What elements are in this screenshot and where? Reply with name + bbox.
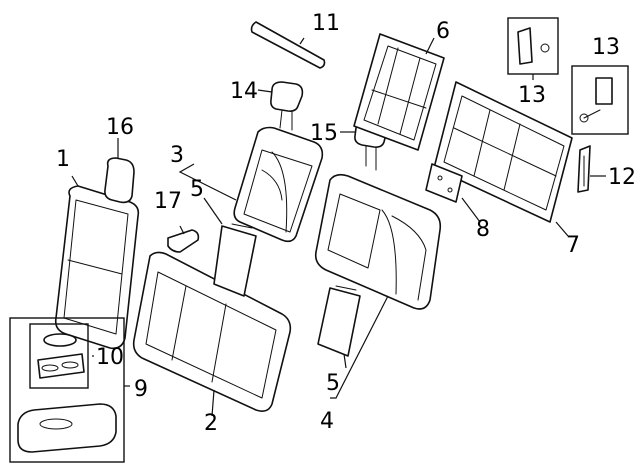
part-headrest-small [104, 157, 135, 204]
callout-11: 11 [312, 11, 340, 36]
part-seat-frame-upper [353, 33, 445, 151]
part-headrest [270, 81, 304, 131]
part-armrest-pad [167, 229, 200, 253]
callout-13-top: 13 [592, 35, 620, 60]
callout-labels: 1 16 17 3 5 2 14 11 15 6 13 13 12 8 7 5 … [56, 11, 636, 436]
part-seatback-left [233, 126, 324, 243]
part-back-panel-upper [213, 223, 257, 297]
callout-9: 9 [134, 377, 148, 402]
leader-lines [71, 37, 606, 417]
callout-6: 6 [436, 19, 450, 44]
part-seat-cushion [132, 251, 292, 412]
callout-15: 15 [310, 121, 338, 146]
callout-5-upper: 5 [190, 177, 204, 202]
callout-14: 14 [230, 79, 258, 104]
part-latch-boxed [507, 17, 559, 75]
callout-12: 12 [608, 165, 636, 190]
callout-4: 4 [320, 409, 334, 434]
part-latch-bracket [577, 145, 591, 193]
callout-8: 8 [476, 217, 490, 242]
part-bolt-bracket-boxed [571, 65, 629, 135]
callout-13-bottom: 13 [518, 83, 546, 108]
callout-17: 17 [154, 189, 182, 214]
part-back-panel-lower [317, 285, 361, 357]
part-armrest-assembly-boxed [9, 317, 125, 463]
part-seat-frame-lower [433, 81, 573, 223]
callout-10: 10 [96, 345, 124, 370]
callout-2: 2 [204, 411, 218, 436]
callout-16: 16 [106, 115, 134, 140]
part-seatback-cover-left [54, 185, 140, 350]
callout-3: 3 [170, 143, 184, 168]
callout-5-lower: 5 [326, 371, 340, 396]
part-trim-strip [250, 21, 326, 69]
part-bracket-plate [425, 163, 463, 203]
part-seatback-right [314, 173, 442, 310]
callout-7: 7 [566, 233, 580, 258]
callout-1: 1 [56, 147, 70, 172]
